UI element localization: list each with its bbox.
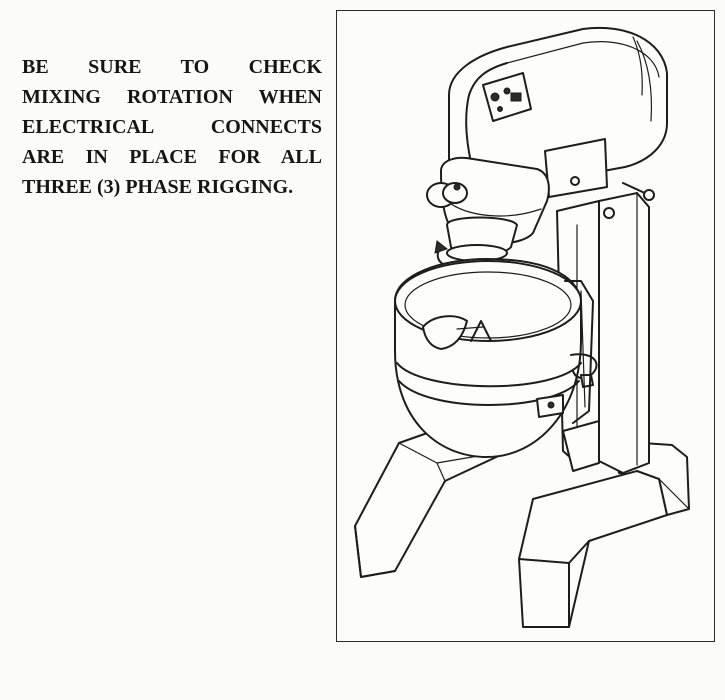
- warning-line-1: BE SURE TO CHECK: [22, 56, 322, 78]
- mixer-head: [448, 26, 668, 198]
- stand-mixer-illustration-icon: [354, 26, 690, 628]
- bowl-arms: [564, 280, 594, 424]
- warning-line-2: MIXING ROTATION WHEN: [22, 86, 322, 108]
- bowl-lift-handle: [603, 182, 655, 219]
- warning-line-5: THREE (3) PHASE RIGGING.: [22, 176, 294, 198]
- rotation-warning-text: BE SURE TO CHECK MIXING ROTATION WHEN EL…: [22, 52, 322, 202]
- base-leg-front-right: [518, 470, 668, 628]
- mixing-bowl: [394, 258, 598, 458]
- warning-line-4: ARE IN PLACE FOR ALL: [22, 146, 322, 168]
- mixer-figure-frame: [336, 10, 715, 642]
- warning-line-3: ELECTRICAL CONNECTS: [22, 116, 322, 138]
